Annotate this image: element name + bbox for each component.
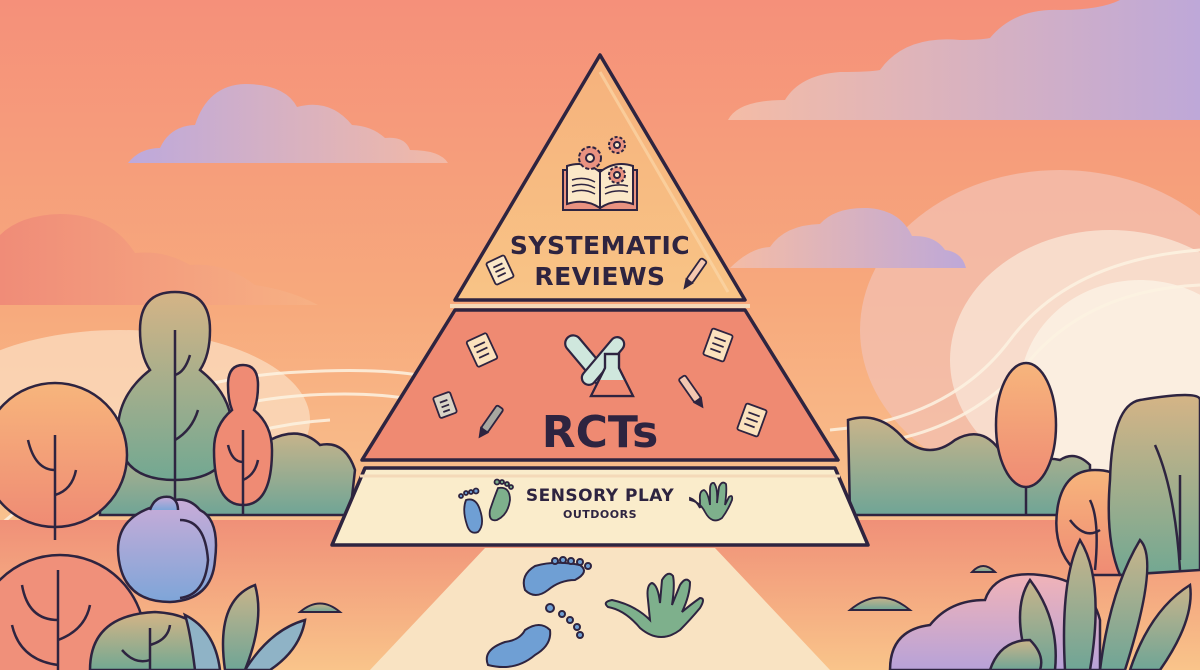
tier-top-label: SYSTEMATIC REVIEWS [480,230,720,292]
footprints-on-path [485,556,592,668]
tier-bottom-label: SENSORY PLAY [525,486,675,506]
scroll-icon [465,332,499,368]
mound-small-left [297,602,343,613]
cloud-right-small [730,207,966,268]
path [370,548,830,670]
footprints-icon [458,478,514,534]
pen-icon [478,404,504,439]
mound-small-right-1 [969,565,998,573]
plant-leaves-right [988,537,1192,670]
scroll-icon [736,402,768,438]
pen-icon [683,257,708,290]
book-with-gears-icon [562,136,638,211]
tier-top-label-line1: SYSTEMATIC [509,231,691,260]
mound-small-right-2 [847,596,913,611]
tree-tall-green [116,290,234,515]
handprint-icon [689,481,734,522]
tier-top-label-line2: REVIEWS [534,262,666,291]
scroll-icon [485,254,515,286]
scroll-icon [702,327,734,363]
tree-red-small [212,363,274,515]
pen-icon [678,374,704,409]
scroll-icon [432,391,458,419]
tier-bottom-shape [330,466,870,547]
cloud-right-top [728,0,1200,120]
tier-bottom-sublabel: OUTDOORS [562,508,637,521]
tree-large-green-right [1107,393,1200,577]
test-tube-and-flask-icon [564,334,635,398]
handprint-on-path [604,572,704,638]
hill-cloud-left [0,214,318,305]
plant-leaves-left [182,583,307,670]
tier-middle-label: RCTs [541,407,659,458]
tree-oval-orange [994,361,1058,515]
tree-orange-left [0,381,129,540]
bush-band-right [846,416,1092,517]
tulip [116,495,218,604]
cloud-left [128,84,448,163]
